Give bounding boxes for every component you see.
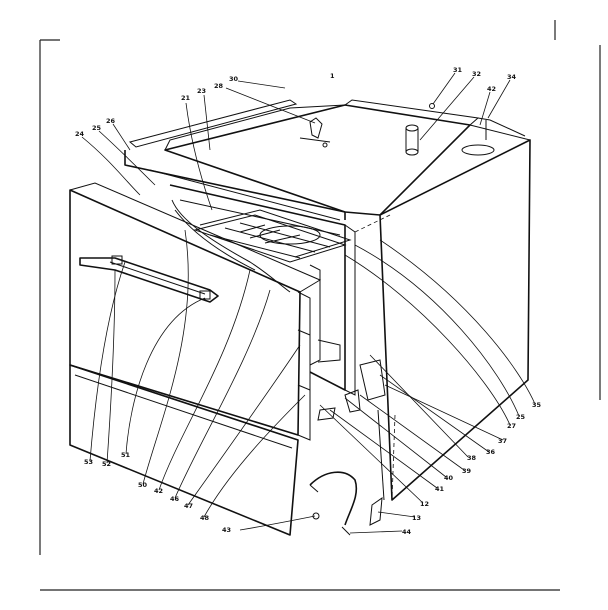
label-44: 44 [402, 528, 412, 536]
label-28: 28 [214, 82, 224, 90]
door-handle [79, 255, 219, 303]
label-35: 35 [532, 401, 542, 409]
vent-pipe [405, 103, 435, 156]
top-cover [124, 99, 480, 221]
label-13: 13 [412, 514, 421, 522]
label-48: 48 [200, 514, 210, 522]
label-40: 40 [444, 474, 454, 482]
label-51: 51 [121, 451, 131, 459]
label-52: 52 [102, 460, 111, 468]
label-39: 39 [462, 467, 472, 475]
label-24: 24 [75, 130, 85, 138]
alignment-line-top [354, 214, 391, 233]
alignment-line [391, 414, 396, 501]
label-25-right: 25 [516, 413, 526, 421]
callout-labels: 1 21 23 24 25 26 28 30 31 32 42 34 35 25… [75, 66, 542, 536]
label-47: 47 [184, 502, 193, 510]
label-36: 36 [486, 448, 496, 456]
label-34: 34 [507, 73, 517, 81]
label-38: 38 [467, 454, 477, 462]
label-50: 50 [138, 481, 148, 489]
top-bracket [299, 117, 331, 148]
label-1: 1 [330, 72, 335, 80]
label-30: 30 [229, 75, 239, 83]
label-32: 32 [472, 70, 481, 78]
label-23: 23 [197, 87, 206, 95]
door-seal [171, 199, 291, 293]
label-46: 46 [170, 495, 180, 503]
page-frame [39, 20, 601, 591]
right-side-panel [379, 117, 531, 501]
lower-bracket [309, 471, 358, 536]
leader-lines [81, 72, 536, 534]
label-26: 26 [106, 117, 116, 125]
label-31: 31 [453, 66, 463, 74]
label-53: 53 [84, 458, 93, 466]
label-37: 37 [498, 437, 507, 445]
label-25: 25 [92, 124, 102, 132]
label-12: 12 [420, 500, 429, 508]
label-42-top: 42 [487, 85, 496, 93]
label-43: 43 [222, 526, 231, 534]
label-27: 27 [507, 422, 516, 430]
label-21: 21 [181, 94, 191, 102]
kick-panel [69, 364, 299, 536]
label-42-bottom: 42 [154, 487, 163, 495]
label-41: 41 [435, 485, 445, 493]
door-panel [69, 182, 322, 441]
